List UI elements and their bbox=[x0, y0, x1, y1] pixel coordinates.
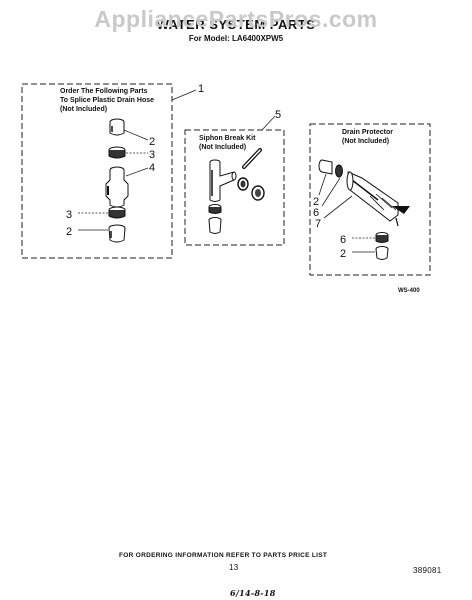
siphon-break-kit-group: Siphon Break Kit (Not Included) 5 bbox=[184, 109, 285, 246]
callout-5: 5 bbox=[275, 109, 281, 121]
drain-callout-6-bottom: 6 bbox=[340, 234, 346, 246]
splice-hose-group: Order The Following Parts To Splice Plas… bbox=[21, 83, 204, 259]
drain-cap-bottom-part bbox=[375, 246, 389, 260]
callout-2-top: 2 bbox=[149, 136, 155, 148]
siphon-label-line1: Siphon Break Kit bbox=[199, 135, 256, 142]
siphon-lower-cap-part bbox=[208, 217, 222, 234]
callout-3-bottom: 3 bbox=[66, 209, 72, 221]
hose-cap-top-part bbox=[109, 118, 125, 136]
handwritten-date: 6/14-8-18 bbox=[230, 588, 276, 598]
hose-clamp-bottom-part bbox=[108, 206, 126, 219]
part-number: 389081 bbox=[413, 566, 442, 575]
siphon-tube-part bbox=[242, 148, 262, 169]
drain-callout-7-leader bbox=[323, 195, 353, 219]
callout-4: 4 bbox=[149, 162, 155, 174]
drain-callout-2-top-leader bbox=[318, 173, 327, 196]
splice-label-line1: Order The Following Parts bbox=[60, 88, 148, 95]
splice-label-line2: To Splice Plastic Drain Hose bbox=[60, 97, 154, 104]
drain-protector-group: Drain Protector (Not Included) bbox=[309, 123, 431, 276]
drain-group-box bbox=[309, 123, 431, 276]
drain-protector-body-part bbox=[346, 171, 410, 227]
drain-label-line1: Drain Protector bbox=[342, 129, 393, 136]
siphon-label-line2: (Not Included) bbox=[199, 144, 246, 151]
splice-label-line3: (Not Included) bbox=[60, 106, 107, 113]
siphon-clamp-ring-part bbox=[237, 177, 249, 191]
drain-protector-clip bbox=[392, 206, 410, 214]
page-number: 13 bbox=[229, 563, 239, 572]
drain-callout-2-bottom: 2 bbox=[340, 248, 346, 260]
callout-2-top-leader bbox=[123, 129, 149, 141]
drain-callout-2-top: 2 bbox=[313, 196, 319, 208]
drain-callout-6-top-leader bbox=[321, 177, 341, 207]
splice-group-box bbox=[21, 83, 173, 259]
hose-coupling-part bbox=[105, 166, 129, 208]
callout-4-leader bbox=[125, 167, 149, 177]
figure-code: WS-400 bbox=[398, 288, 420, 294]
ordering-info-text: FOR ORDERING INFORMATION REFER TO PARTS … bbox=[119, 552, 328, 559]
drain-callout-7: 7 bbox=[315, 218, 321, 230]
hose-cap-bottom-part bbox=[108, 224, 126, 243]
siphon-lower-clamp-part bbox=[208, 204, 222, 214]
siphon-tee-part bbox=[209, 159, 237, 202]
drain-callout-6-top: 6 bbox=[313, 207, 319, 219]
callout-1: 1 bbox=[198, 83, 204, 95]
model-subtitle: For Model: LA6400XPW5 bbox=[188, 34, 284, 43]
page-title: WATER SYSTEM PARTS bbox=[156, 17, 316, 32]
drain-cap-top-part bbox=[318, 159, 333, 175]
siphon-adapter-part bbox=[251, 185, 265, 201]
callout-1-leader bbox=[171, 89, 197, 101]
drain-label-line2: (Not Included) bbox=[342, 138, 389, 145]
callout-2-bottom: 2 bbox=[66, 226, 72, 238]
drain-clamp-bottom-part bbox=[375, 232, 389, 243]
drain-clamp-top-part bbox=[335, 164, 343, 178]
callout-5-leader bbox=[261, 115, 276, 131]
callout-3-top: 3 bbox=[149, 149, 155, 161]
siphon-group-box bbox=[184, 129, 285, 246]
hose-clamp-top-part bbox=[108, 146, 126, 159]
